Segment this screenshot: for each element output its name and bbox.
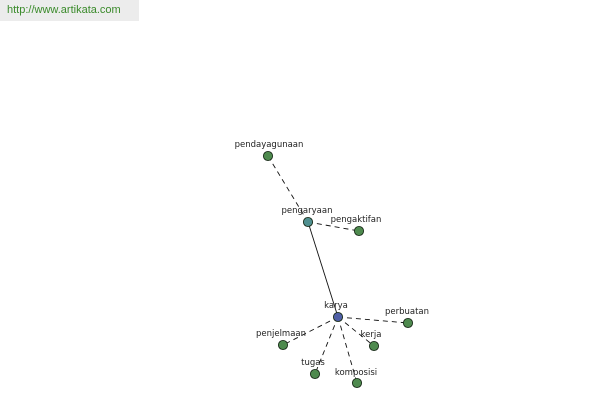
- node-pengaktifan[interactable]: pengaktifan: [331, 215, 382, 237]
- node-label-tugas: tugas: [301, 358, 325, 368]
- node-penjelmaan[interactable]: penjelmaan: [256, 329, 306, 351]
- node-marker-komposisi[interactable]: [351, 377, 363, 389]
- node-pendayagunaan[interactable]: pendayagunaan: [235, 140, 304, 162]
- nodes-layer: karya pengaryaan pendayagunaan pengaktifan p…: [235, 140, 429, 389]
- edge-karya-tugas: [314, 316, 339, 375]
- node-marker-penjelmaan[interactable]: [277, 339, 289, 351]
- node-komposisi[interactable]: komposisi: [335, 368, 377, 389]
- edge-karya-komposisi: [337, 316, 358, 384]
- node-label-karya: karya: [324, 301, 348, 311]
- edge-pengaryaan-pendayagunaan: [267, 155, 309, 223]
- node-marker-kerja[interactable]: [368, 340, 380, 352]
- node-karya[interactable]: karya: [324, 301, 348, 323]
- edge-karya-penjelmaan: [282, 316, 339, 346]
- node-label-kerja: kerja: [361, 330, 382, 340]
- node-perbuatan[interactable]: perbuatan: [385, 307, 429, 329]
- edges-layer: [267, 155, 409, 384]
- node-kerja[interactable]: kerja: [361, 330, 382, 352]
- node-marker-pendayagunaan[interactable]: [262, 150, 274, 162]
- node-marker-perbuatan[interactable]: [402, 317, 414, 329]
- node-marker-pengaktifan[interactable]: [353, 225, 365, 237]
- node-marker-karya[interactable]: [332, 311, 344, 323]
- node-label-komposisi: komposisi: [335, 368, 377, 378]
- edge-karya-pengaryaan: [307, 221, 339, 318]
- edge-karya-kerja: [337, 316, 375, 347]
- node-label-perbuatan: perbuatan: [385, 307, 429, 317]
- node-marker-tugas[interactable]: [309, 368, 321, 380]
- node-tugas[interactable]: tugas: [301, 358, 325, 380]
- node-marker-pengaryaan[interactable]: [302, 216, 314, 228]
- node-label-pendayagunaan: pendayagunaan: [235, 140, 304, 150]
- node-label-penjelmaan: penjelmaan: [256, 329, 306, 339]
- node-label-pengaktifan: pengaktifan: [331, 215, 382, 225]
- node-pengaryaan[interactable]: pengaryaan: [282, 206, 333, 228]
- edge-karya-perbuatan: [337, 316, 409, 324]
- node-label-pengaryaan: pengaryaan: [282, 206, 333, 216]
- source-url-link[interactable]: http://www.artikata.com: [0, 0, 139, 21]
